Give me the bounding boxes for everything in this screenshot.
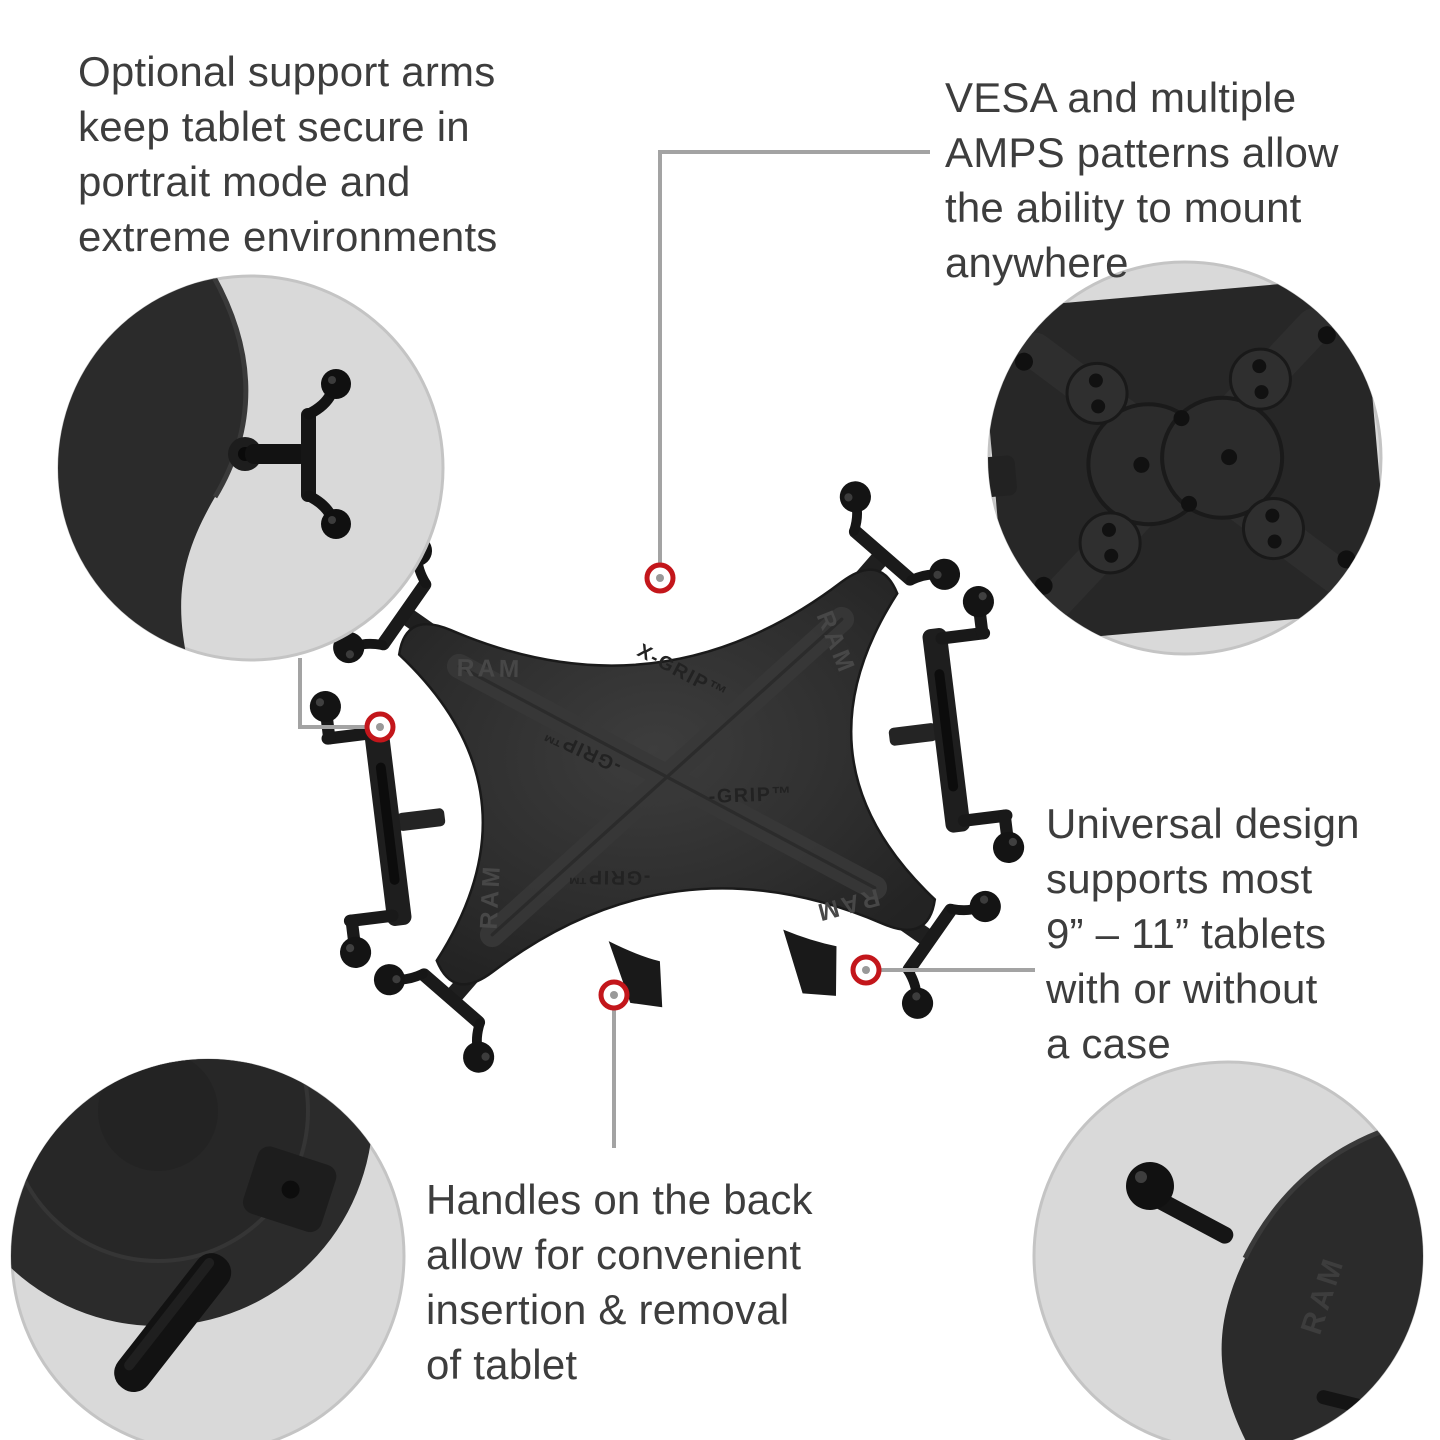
annotation-line: Optional support arms bbox=[78, 48, 496, 95]
inset-vesa-pattern-detail bbox=[985, 258, 1385, 658]
annotation-universal-design: Universal design supports most 9” – 11” … bbox=[1046, 796, 1360, 1071]
annotation-line: extreme environments bbox=[78, 213, 498, 260]
inset-support-arm-detail bbox=[55, 272, 447, 664]
annotation-line: anywhere bbox=[945, 239, 1129, 286]
annotation-line: supports most bbox=[1046, 855, 1313, 902]
annotation-line: Universal design bbox=[1046, 800, 1360, 847]
support-arm-closeup bbox=[228, 369, 351, 539]
grip-label-2: -GRIP™ bbox=[708, 783, 793, 808]
annotation-vesa-amps: VESA and multiple AMPS patterns allow th… bbox=[945, 70, 1339, 290]
annotation-line: with or without bbox=[1046, 965, 1318, 1012]
grip-label-3: -GRIP™ bbox=[566, 865, 651, 888]
ram-logo-bottom-left: RAM bbox=[476, 863, 506, 930]
annotation-line: Handles on the back bbox=[426, 1176, 813, 1223]
xgrip-plate bbox=[397, 568, 937, 986]
annotation-line: insertion & removal bbox=[426, 1286, 790, 1333]
inset-grip-finger-detail: RAM bbox=[1030, 1058, 1426, 1440]
annotation-line: portrait mode and bbox=[78, 158, 411, 205]
handle-closeup bbox=[11, 1059, 373, 1393]
annotation-line: the ability to mount bbox=[945, 184, 1302, 231]
support-arm-left bbox=[308, 678, 462, 969]
annotation-support-arms: Optional support arms keep tablet secure… bbox=[78, 44, 498, 264]
annotation-line: of tablet bbox=[426, 1341, 578, 1388]
annotation-line: 9” – 11” tablets bbox=[1046, 910, 1327, 957]
inset-handle-detail bbox=[8, 1056, 408, 1440]
annotation-line: keep tablet secure in bbox=[78, 103, 470, 150]
annotation-line: VESA and multiple bbox=[945, 74, 1297, 121]
annotation-handles: Handles on the back allow for convenient… bbox=[426, 1172, 813, 1392]
ram-logo-top-left: RAM bbox=[456, 655, 522, 683]
vesa-back-closeup bbox=[988, 283, 1382, 638]
annotation-line: AMPS patterns allow bbox=[945, 129, 1339, 176]
handle-tabs bbox=[608, 929, 837, 1008]
annotation-line: allow for convenient bbox=[426, 1231, 802, 1278]
product-render: RAM RAM RAM RAM X-GRIP™ -GRIP™ -GRIP™ -G… bbox=[217, 457, 1117, 1097]
annotation-line: a case bbox=[1046, 1020, 1171, 1067]
